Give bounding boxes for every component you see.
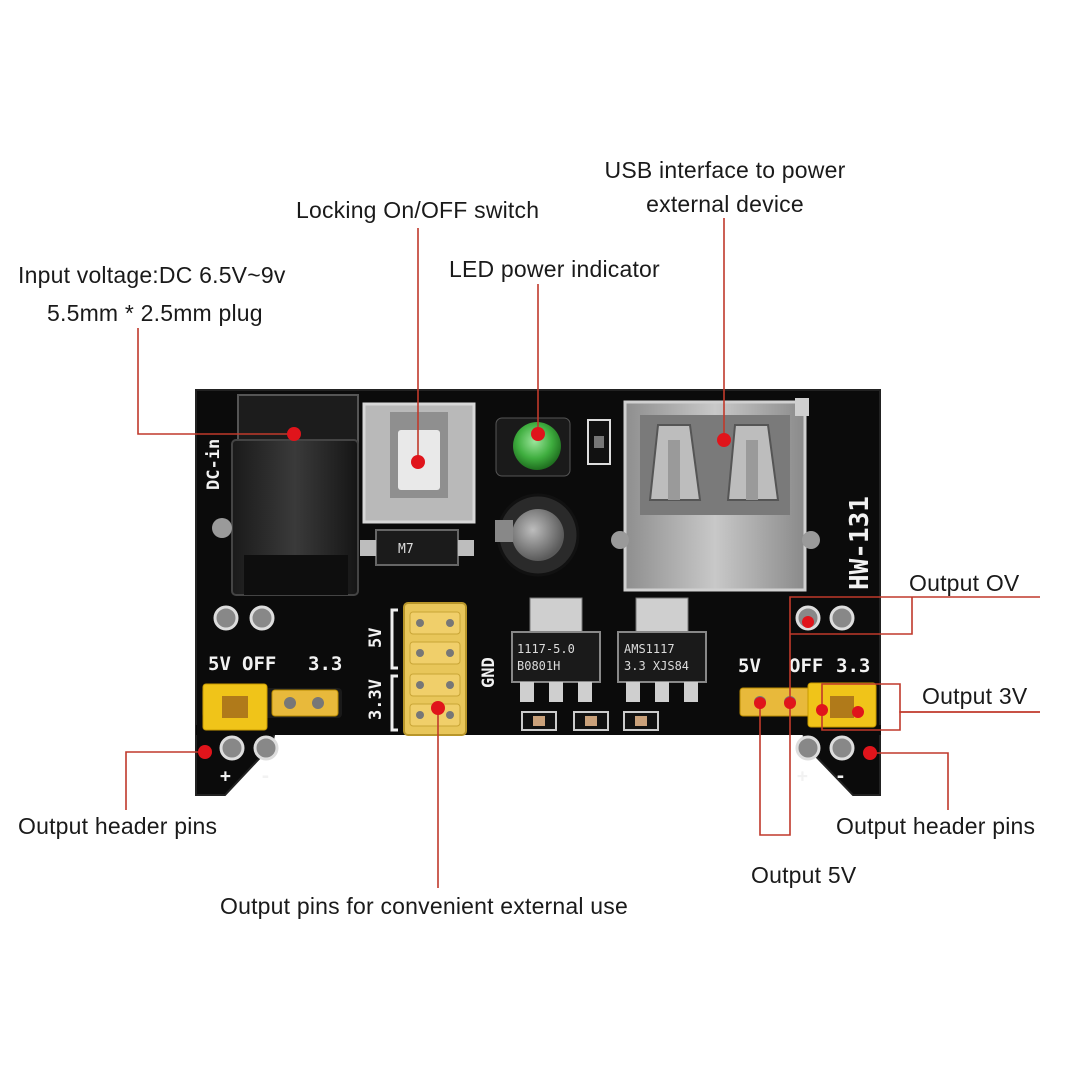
plug-size-label: 5.5mm * 2.5mm plug bbox=[47, 300, 263, 326]
usb-port bbox=[611, 398, 820, 592]
marker-3v-b bbox=[852, 706, 864, 718]
right-off-silk: OFF bbox=[789, 655, 823, 677]
callout-markers bbox=[198, 427, 877, 760]
left-header-pads bbox=[219, 735, 279, 761]
output-pins-external-label: Output pins for convenient external use bbox=[220, 893, 628, 919]
marker-middle-pins bbox=[431, 701, 445, 715]
mid-33v-silk: 3.3V bbox=[366, 679, 386, 720]
diode-m7: M7 bbox=[360, 529, 474, 566]
svg-text:3.3 XJS84: 3.3 XJS84 bbox=[624, 659, 689, 673]
marker-led bbox=[531, 427, 545, 441]
locking-switch-label: Locking On/OFF switch bbox=[296, 197, 540, 223]
marker-3v-a bbox=[816, 704, 828, 716]
marker-dc-jack bbox=[287, 427, 301, 441]
left-33-silk: 3.3 bbox=[308, 653, 342, 675]
leader-lines bbox=[125, 218, 1040, 888]
usb-interface-label: USB interface to power bbox=[604, 157, 846, 183]
marker-5v-b bbox=[784, 697, 796, 709]
gnd-silk: GND bbox=[479, 657, 499, 688]
left-5v-silk: 5V bbox=[208, 653, 231, 675]
dc-jack bbox=[231, 394, 359, 596]
svg-text:M7: M7 bbox=[398, 542, 414, 557]
right-minus-silk: - bbox=[835, 766, 846, 787]
input-voltage-label: Input voltage:DC 6.5V~9v bbox=[18, 262, 286, 288]
smd-components bbox=[521, 711, 659, 731]
mid-5v-silk: 5V bbox=[366, 628, 386, 648]
right-header-pads bbox=[795, 735, 855, 761]
dc-in-silkscreen: DC-in bbox=[204, 439, 224, 490]
right-5v-silk: 5V bbox=[738, 655, 761, 677]
svg-text:B0801H: B0801H bbox=[517, 659, 560, 673]
dc-in-text: DC-in bbox=[204, 439, 224, 490]
marker-5v-a bbox=[754, 697, 766, 709]
svg-text:1117-5.0: 1117-5.0 bbox=[517, 642, 575, 656]
marker-output-0v bbox=[802, 616, 814, 628]
output-header-pins-left-label: Output header pins bbox=[18, 813, 218, 839]
left-minus-silk: - bbox=[260, 766, 271, 787]
right-plus-silk: + bbox=[797, 766, 808, 787]
model-silkscreen: HW-131 bbox=[845, 496, 875, 590]
left-jumper bbox=[202, 683, 342, 731]
output-5v-label: Output 5V bbox=[751, 862, 857, 888]
usb-external-device-label: external device bbox=[646, 191, 804, 217]
capacitor bbox=[495, 493, 580, 577]
output-header-pins-right-label: Output header pins bbox=[836, 813, 1036, 839]
left-plus-silk: + bbox=[220, 766, 231, 787]
led-indicator-label: LED power indicator bbox=[449, 256, 660, 282]
output-3v-label: Output 3V bbox=[922, 683, 1028, 709]
middle-output-pins bbox=[390, 602, 467, 736]
output-0v-label: Output OV bbox=[909, 570, 1020, 596]
marker-usb bbox=[717, 433, 731, 447]
left-top-pads bbox=[213, 605, 275, 631]
svg-text:AMS1117: AMS1117 bbox=[624, 642, 675, 656]
regulator-5v: 1117-5.0 B0801H bbox=[511, 597, 601, 702]
led-power-indicator bbox=[495, 417, 571, 477]
marker-switch bbox=[411, 455, 425, 469]
right-33-silk: 3.3 bbox=[836, 655, 870, 677]
regulator-3v3: AMS1117 3.3 XJS84 bbox=[617, 597, 707, 702]
left-off-silk: OFF bbox=[242, 653, 276, 675]
marker-left-header bbox=[198, 745, 212, 759]
marker-right-header bbox=[863, 746, 877, 760]
